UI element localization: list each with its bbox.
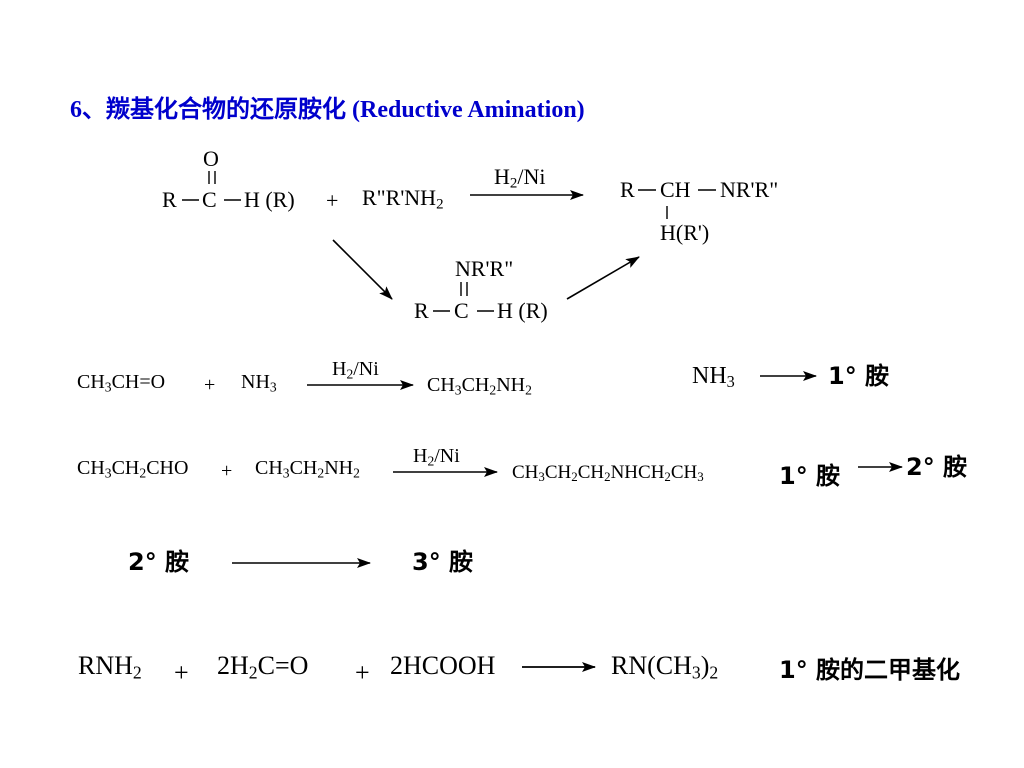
row2-reactant2: NH3 [241,371,277,395]
row3-note-primary-amine: 1° 胺 [779,462,841,490]
row2-reagent: H2/Ni [332,358,379,382]
row4-secondary-amine: 2° 胺 [128,548,190,576]
carbonyl-double-bond [208,171,216,184]
row3-note-secondary-amine: 2° 胺 [906,453,968,481]
row2-plus: + [204,374,216,396]
arrow-to-imine [332,239,393,300]
row3-product: CH3CH2CH2NHCH2CH3 [512,462,704,485]
row5-formic-acid: 2HCOOH [390,651,496,680]
page-title: 6、羰基化合物的还原胺化 (Reductive Amination) [70,97,585,122]
reagent-h2-ni: H2/Ni [494,164,546,192]
title-number: 6、 [70,97,106,123]
product-h: H(R') [660,220,710,245]
imine-h: H (R) [497,298,548,323]
row5-plus1: + [174,658,189,687]
carbonyl-h: H (R) [244,187,295,212]
product-n: NR'R" [720,177,779,202]
title-english: (Reductive Amination) [352,97,585,123]
row3-reactant1: CH3CH2CHO [77,457,189,481]
amine-reactant: R"R'NH2 [362,185,444,213]
plus-scheme1: + [326,188,339,213]
row4-tertiary-amine: 3° 胺 [412,548,474,576]
row5-reactant-amine: RNH2 [78,651,142,683]
imine-n: NR'R" [455,256,514,281]
row5-product: RN(CH3)2 [611,651,719,683]
row2-note-primary-amine: 1° 胺 [828,362,890,390]
row5-formaldehyde: 2H2C=O [217,651,309,683]
arrow-from-imine [566,256,640,300]
row2-note-nh3: NH3 [692,363,735,392]
carbonyl-oxygen: O [203,146,219,171]
imine-carbon: C [454,298,469,323]
imine-r: R [414,298,429,323]
carbonyl-carbon: C [202,187,217,212]
imine-double-bond [460,282,468,296]
row5-note-dimethylation: 1° 胺的二甲基化 [779,656,961,684]
product-r: R [620,177,635,202]
row3-reactant2: CH3CH2NH2 [255,457,360,481]
row2-reactant1: CH3CH=O [77,371,166,395]
row2-product: CH3CH2NH2 [427,374,532,398]
title-chinese: 羰基化合物的还原胺化 [106,95,346,123]
product-ch: CH [660,177,691,202]
row3-plus: + [221,460,233,482]
row5-plus2: + [355,658,370,687]
row3-reagent: H2/Ni [413,445,460,469]
carbonyl-r: R [162,187,177,212]
